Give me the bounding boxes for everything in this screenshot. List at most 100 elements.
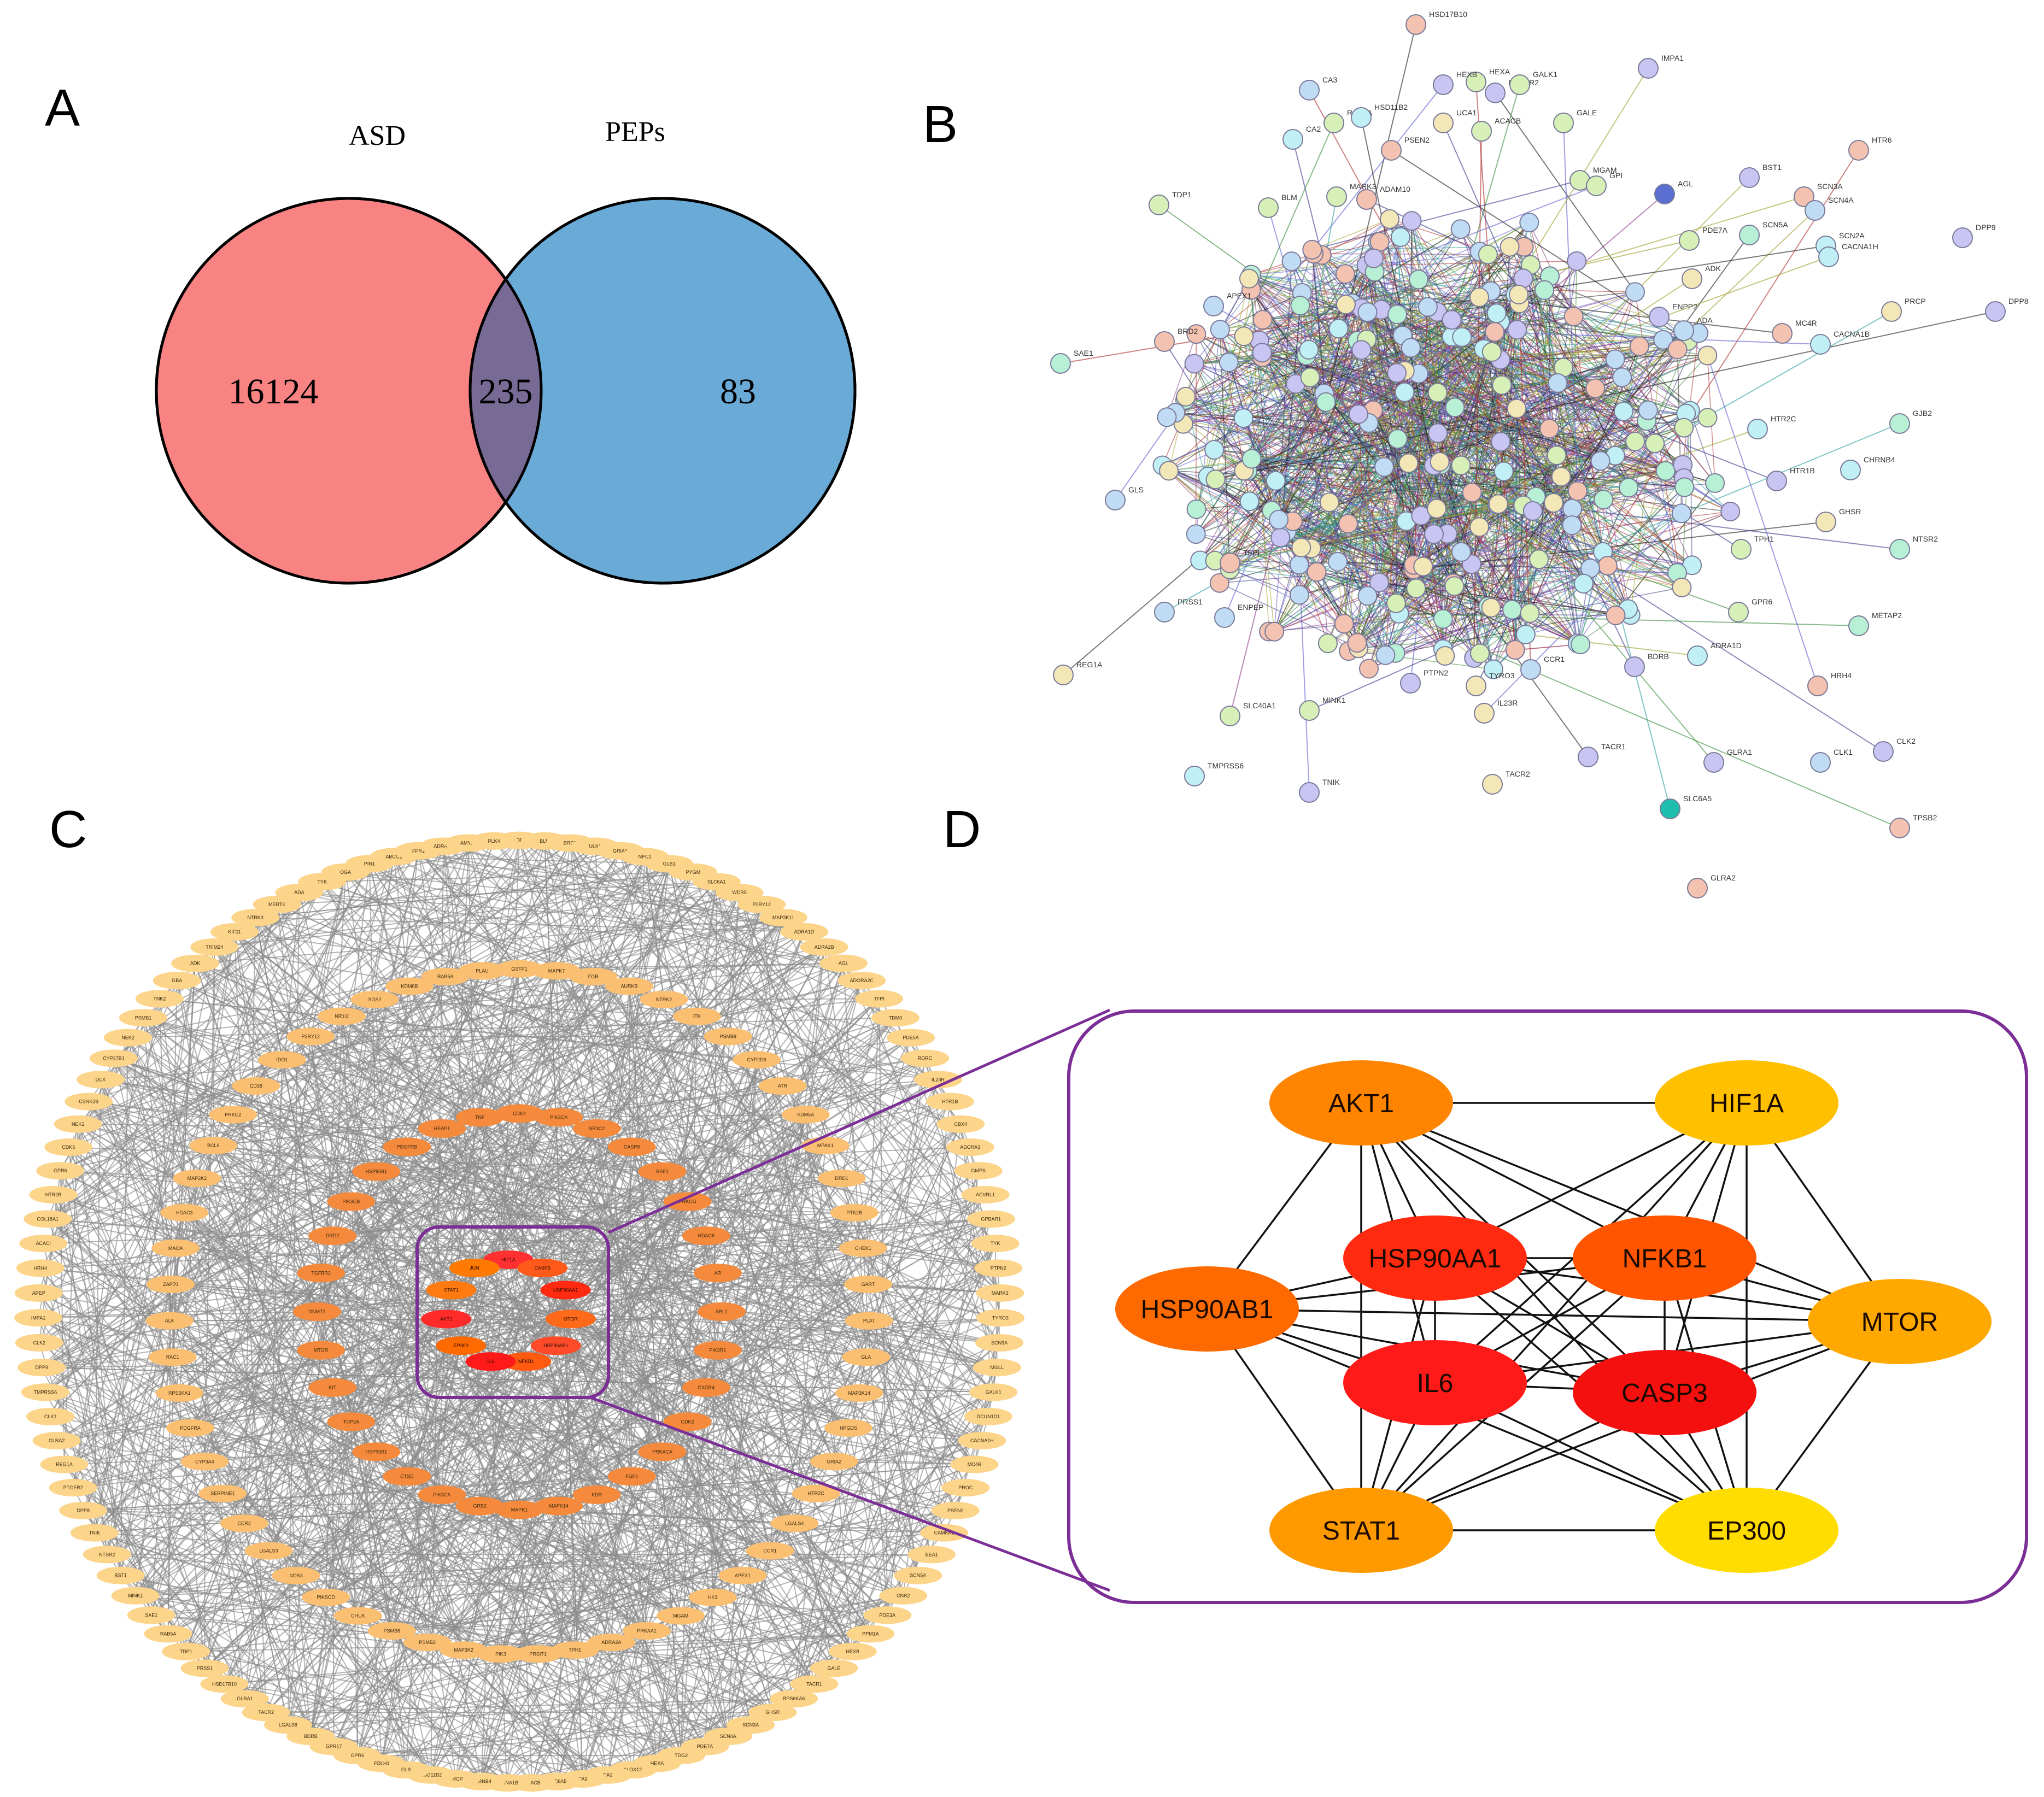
concentric-edge xyxy=(619,850,996,1244)
concentric-edge xyxy=(169,845,444,1322)
concentric-edge xyxy=(135,1595,427,1643)
concentric-edge xyxy=(68,1147,312,1737)
concentric-edge xyxy=(38,1178,197,1294)
concentric-edge xyxy=(276,904,359,1616)
concentric-edge xyxy=(224,976,594,1684)
string-edge xyxy=(1490,607,1516,650)
string-edge xyxy=(1311,249,1325,394)
hub-node-stat1 xyxy=(1269,1488,1453,1573)
concentric-edge xyxy=(276,904,475,1269)
string-edge xyxy=(1384,466,1608,566)
concentric-edge xyxy=(519,839,862,982)
string-edge xyxy=(1275,480,1444,650)
concentric-edge xyxy=(268,1550,482,1782)
concentric-edge xyxy=(325,1016,698,1598)
concentric-node xyxy=(32,1432,81,1449)
string-edge xyxy=(1436,503,1498,509)
string-edge xyxy=(1367,312,1692,566)
string-edge xyxy=(1208,409,1648,477)
concentric-edge xyxy=(94,976,446,1534)
concentric-edge xyxy=(204,872,347,1669)
string-edge xyxy=(1413,294,1516,565)
concentric-edge xyxy=(127,962,844,1038)
concentric-edge xyxy=(321,1345,461,1351)
string-edge xyxy=(1268,465,1461,632)
string-edge xyxy=(1517,316,1574,331)
string-edge xyxy=(1251,459,1312,549)
concentric-edge xyxy=(463,1493,817,1651)
concentric-node-label: HDAC3 xyxy=(176,1210,193,1215)
string-edge xyxy=(1404,370,1708,419)
concentric-edge xyxy=(135,1440,982,1596)
string-edge xyxy=(1229,470,1666,563)
concentric-edge xyxy=(910,1037,951,1102)
concentric-edge xyxy=(345,871,844,964)
string-edge xyxy=(1280,265,1367,524)
concentric-edge xyxy=(50,970,483,1417)
concentric-node xyxy=(830,1203,878,1222)
string-edge xyxy=(1168,470,1386,656)
string-edge xyxy=(1286,531,1454,584)
string-edge xyxy=(1310,377,1557,456)
string-edge xyxy=(1440,359,1616,466)
string-edge xyxy=(1498,503,1573,509)
string-edge xyxy=(1312,219,1390,250)
concentric-edge xyxy=(332,1218,992,1388)
string-edge xyxy=(1243,418,1279,520)
concentric-edge xyxy=(101,1036,728,1080)
concentric-edge xyxy=(418,850,967,1488)
string-edge xyxy=(1251,458,1434,466)
string-edge xyxy=(1251,289,1524,506)
string-edge xyxy=(1301,486,1685,548)
concentric-edge xyxy=(692,872,867,1358)
string-edge xyxy=(1443,586,1455,649)
string-edge xyxy=(1207,476,1359,649)
string-edge xyxy=(1262,319,1385,467)
concentric-edge xyxy=(974,1416,989,1465)
concentric-edge xyxy=(631,1476,795,1524)
string-edge xyxy=(1349,650,1396,654)
concentric-edge xyxy=(317,856,395,1312)
string-node xyxy=(1299,700,1320,721)
concentric-edge xyxy=(39,904,762,1343)
concentric-node xyxy=(209,1106,257,1124)
concentric-edge xyxy=(474,1267,945,1534)
string-edge xyxy=(1516,330,1629,609)
concentric-edge xyxy=(332,931,805,1237)
string-edge xyxy=(1366,265,1683,466)
string-edge xyxy=(1563,339,1664,368)
string-edge xyxy=(1398,508,1573,614)
string-node xyxy=(1586,175,1607,196)
string-edge xyxy=(1262,352,1678,573)
string-edge xyxy=(1278,519,1300,565)
string-edge xyxy=(1397,314,1444,649)
concentric-edge xyxy=(727,1551,771,1737)
string-edge xyxy=(1519,303,1647,421)
string-edge xyxy=(1615,455,1683,466)
string-edge xyxy=(1443,332,1699,620)
concentric-edge xyxy=(175,1212,185,1249)
concentric-edge xyxy=(41,1272,321,1369)
concentric-edge xyxy=(565,1058,926,1291)
string-edge xyxy=(1323,370,1405,394)
string-node-label: HSD11B2 xyxy=(1374,103,1408,111)
concentric-node xyxy=(533,1772,582,1790)
string-node xyxy=(1507,320,1527,340)
string-edge xyxy=(1258,340,1480,654)
string-node xyxy=(1444,576,1465,596)
string-edge xyxy=(1577,608,1629,644)
string-node-label: MARK3 xyxy=(1350,182,1376,191)
concentric-edge xyxy=(557,1778,583,1782)
string-edge xyxy=(1243,377,1623,419)
concentric-edge xyxy=(185,1651,532,1784)
concentric-node xyxy=(272,1566,320,1584)
string-edge xyxy=(1286,254,1489,532)
string-edge xyxy=(1296,383,1655,444)
string-edge xyxy=(1325,24,1416,403)
concentric-node-label: TNIK xyxy=(89,1530,101,1536)
concentric-edge xyxy=(426,1494,598,1643)
concentric-edge xyxy=(987,1367,998,1417)
concentric-node-label: TPH1 xyxy=(569,1647,581,1653)
string-node xyxy=(1462,483,1482,503)
concentric-edge xyxy=(213,882,323,1146)
